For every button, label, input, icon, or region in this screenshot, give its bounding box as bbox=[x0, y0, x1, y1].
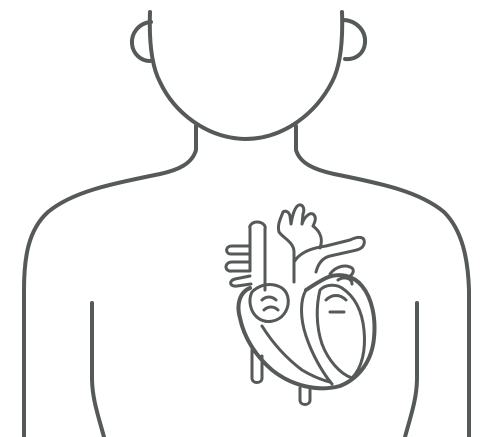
superior-vena-cava bbox=[250, 222, 265, 290]
heart bbox=[226, 205, 375, 405]
right-atrium bbox=[250, 285, 288, 322]
left-armpit-line bbox=[92, 303, 104, 437]
mitral-valve bbox=[326, 296, 346, 313]
head-outline bbox=[150, 12, 342, 139]
pulmonary-artery bbox=[294, 237, 364, 272]
tricuspid-valve bbox=[262, 297, 278, 310]
pulmonary-veins-left bbox=[226, 246, 251, 286]
left-ventricle bbox=[317, 285, 364, 378]
left-shoulder bbox=[24, 126, 196, 437]
descending-aorta bbox=[300, 388, 310, 405]
right-ear bbox=[344, 20, 365, 59]
right-armpit-line bbox=[405, 303, 417, 437]
body-outline bbox=[24, 12, 469, 437]
